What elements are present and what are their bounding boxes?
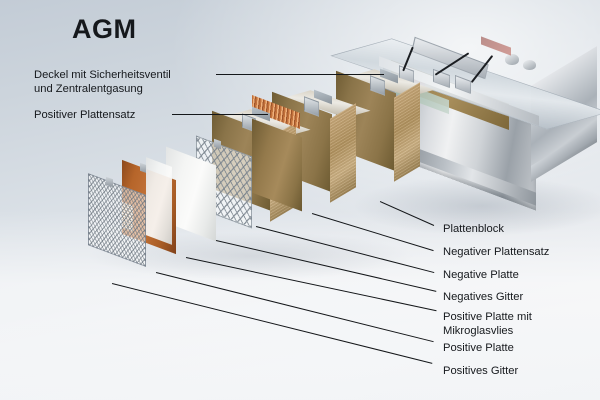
label-deckel: Deckel mit Sicherheitsventil und Zentral…: [34, 69, 171, 96]
terminal-negative: [523, 60, 536, 70]
leader-positive-platte: [155, 272, 434, 343]
leader-positives-gitter: [111, 283, 433, 365]
plate-block-3-side: [394, 82, 420, 182]
leader-negatives-gitter: [215, 240, 437, 293]
label-negative-platte: Negative Platte: [443, 269, 519, 281]
label-positive-platte-mikroglasvlies: Positive Platte mit Mikroglasvlies: [443, 311, 532, 338]
leader-negative-platte: [255, 226, 435, 274]
leader-positiver-plattensatz: [172, 114, 268, 116]
label-positiver-plattensatz: Positiver Plattensatz: [34, 109, 136, 121]
label-negatives-gitter: Negatives Gitter: [443, 291, 524, 303]
label-positives-gitter: Positives Gitter: [443, 365, 519, 377]
lid-label-strip: [481, 36, 511, 56]
label-negativer-plattensatz: Negativer Plattensatz: [443, 246, 550, 258]
plate-block-2-side: [330, 103, 356, 203]
label-positive-platte: Positive Platte: [443, 342, 514, 354]
terminal-positive: [505, 54, 519, 65]
label-plattenblock: Plattenblock: [443, 223, 504, 235]
page-title: AGM: [72, 14, 137, 44]
leader-deckel: [216, 74, 384, 76]
battery-case: [330, 36, 600, 223]
microglass-fleece-sheet: [146, 157, 172, 245]
leader-positive-platte-mikroglasvlies: [185, 257, 437, 312]
